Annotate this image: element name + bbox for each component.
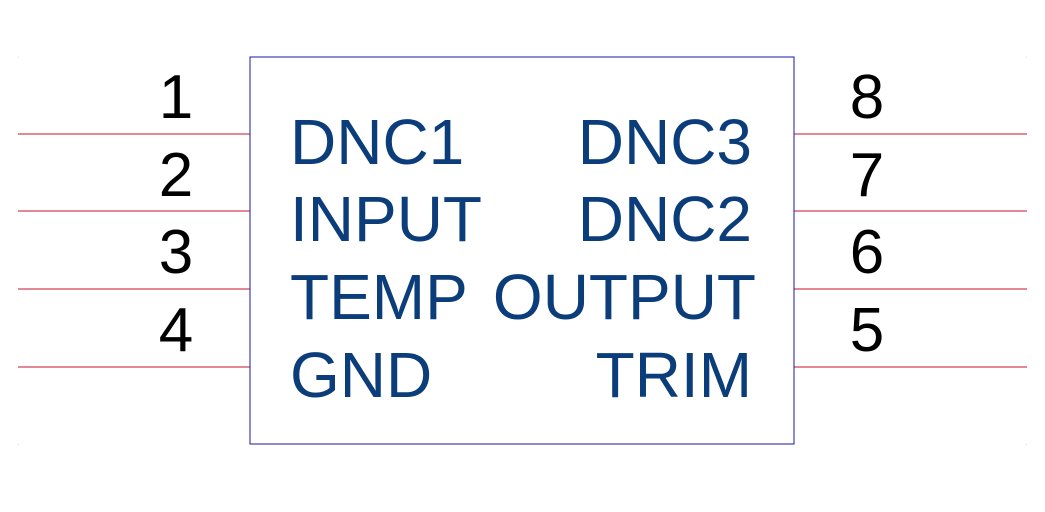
pin-name-trim: TRIM xyxy=(596,339,752,411)
left-pin-numbers: 1 2 3 4 xyxy=(159,63,193,365)
grid-dots xyxy=(18,57,1027,445)
right-pin-names: DNC3 DNC2 OUTPUT TRIM xyxy=(493,106,756,411)
pin-name-dnc3: DNC3 xyxy=(578,106,752,178)
pin-number-3: 3 xyxy=(159,218,193,287)
pin-name-dnc1: DNC1 xyxy=(290,106,464,178)
pin-number-6: 6 xyxy=(850,218,884,287)
pin-number-5: 5 xyxy=(850,296,884,365)
pin-name-output: OUTPUT xyxy=(493,261,756,333)
right-pin-numbers: 8 7 6 5 xyxy=(850,63,884,365)
pin-number-8: 8 xyxy=(850,63,884,132)
left-pin-names: DNC1 INPUT TEMP GND xyxy=(290,106,482,411)
pin-number-4: 4 xyxy=(159,296,193,365)
pin-name-dnc2: DNC2 xyxy=(578,183,752,255)
pin-number-1: 1 xyxy=(159,63,193,132)
pin-name-input: INPUT xyxy=(290,183,482,255)
left-pin-lines xyxy=(18,133,250,368)
pin-name-temp: TEMP xyxy=(290,261,468,333)
right-pin-lines xyxy=(794,133,1027,368)
ic-body-outline[interactable] xyxy=(249,56,795,445)
pin-number-7: 7 xyxy=(850,141,884,210)
pin-name-gnd: GND xyxy=(290,339,432,411)
pin-number-2: 2 xyxy=(159,141,193,210)
